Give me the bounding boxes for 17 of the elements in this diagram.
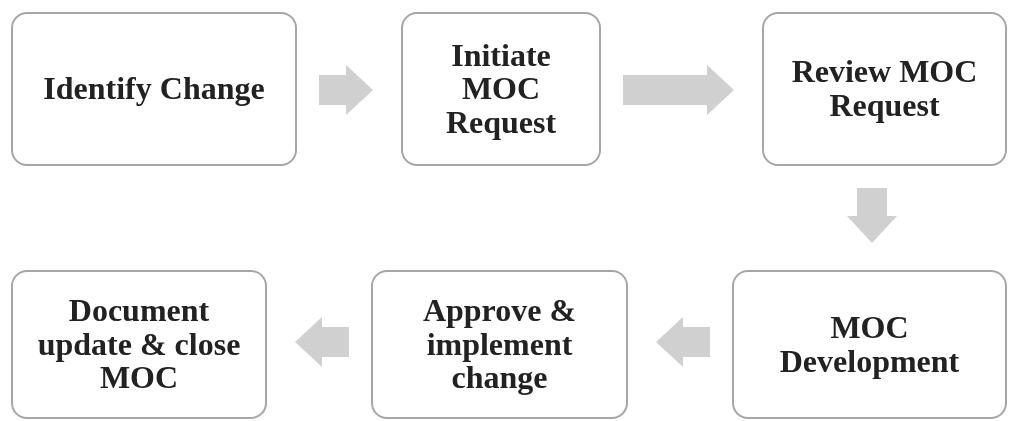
block-arrow — [319, 65, 373, 115]
process-box — [401, 12, 601, 166]
process-box — [732, 270, 1007, 419]
process-box — [11, 12, 297, 166]
block-arrow — [295, 317, 349, 367]
block-arrow — [623, 65, 734, 115]
process-box — [371, 270, 628, 419]
step-label: Document update & close MOC — [36, 294, 242, 395]
block-arrow — [847, 188, 897, 243]
step-label: Initiate MOC Request — [444, 38, 558, 140]
step-label: MOC Development — [778, 310, 961, 379]
step-label: Identify Change — [42, 72, 266, 106]
process-box — [11, 270, 267, 419]
step-label: Approve & implement change — [421, 294, 578, 395]
process-box — [762, 12, 1007, 166]
step-label: Review MOC Request — [790, 55, 979, 123]
block-arrow — [656, 317, 710, 367]
